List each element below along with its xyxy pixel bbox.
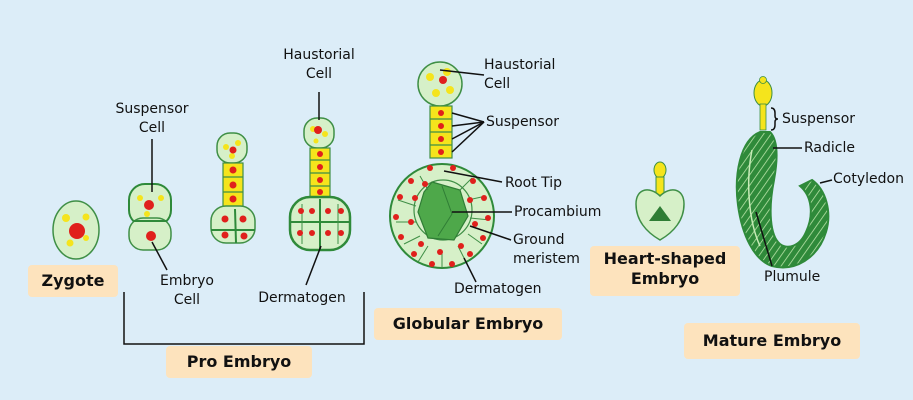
embryo-cell-label-line2: Cell <box>173 292 201 308</box>
stage-badge-globular-embryo: Globular Embryo <box>374 308 562 340</box>
stage-badge-mature-embryo: Mature Embryo <box>684 323 860 359</box>
mature-embryo-figure <box>735 76 830 269</box>
heart-shaped-embryo-figure <box>635 161 685 241</box>
ground-meristem-label-line1: Ground <box>513 232 565 248</box>
dermatogen-label: Dermatogen <box>258 290 346 306</box>
haustorial-cell-label-line1: Haustorial <box>283 47 355 63</box>
suspensor-cell-label: Suspensor Cell <box>100 100 204 138</box>
proembryo-dermatogen-figure <box>288 117 352 252</box>
globular-dermatogen-label: Dermatogen <box>454 281 542 297</box>
globular-haustorial-label-line1: Haustorial <box>484 57 556 73</box>
cotyledon-label: Cotyledon <box>833 171 904 187</box>
stage-badge-zygote: Zygote <box>28 265 118 297</box>
haustorial-cell-label: Haustorial Cell <box>266 46 372 84</box>
stage-badge-heart-shaped-embryo: Heart-shaped Embryo <box>590 246 740 296</box>
embryo-cell-label: Embryo Cell <box>142 272 232 310</box>
heart-shaped-label-line1: Heart-shaped <box>603 249 727 268</box>
ground-meristem-label: Ground meristem <box>513 231 580 269</box>
zygote-figure <box>52 200 100 260</box>
heart-shaped-label-line2: Embryo <box>630 269 700 288</box>
root-tip-label: Root Tip <box>505 175 563 191</box>
pro-embryo-bracket <box>123 292 365 345</box>
embryo-cell-label-line1: Embryo <box>160 273 214 289</box>
proembryo-two-cell-figure <box>128 183 172 251</box>
plumule-label: Plumule <box>764 269 821 285</box>
ground-meristem-label-line2: meristem <box>513 251 580 267</box>
globular-haustorial-label-line2: Cell <box>484 76 511 92</box>
suspensor-cell-label-line1: Suspensor <box>115 101 189 117</box>
globular-haustorial-cell-label: Haustorial Cell <box>484 56 555 94</box>
procambium-label: Procambium <box>514 204 602 220</box>
radicle-label: Radicle <box>804 140 855 156</box>
mature-suspensor-label: Suspensor <box>782 111 856 127</box>
stage-badge-pro-embryo: Pro Embryo <box>166 346 312 378</box>
proembryo-filament-figure <box>210 132 256 244</box>
leader-lines <box>151 69 833 286</box>
globular-suspensor-label: Suspensor <box>486 114 560 130</box>
globular-embryo-figure <box>389 61 495 269</box>
suspensor-cell-label-line2: Cell <box>138 120 166 136</box>
haustorial-cell-label-line2: Cell <box>305 66 333 82</box>
